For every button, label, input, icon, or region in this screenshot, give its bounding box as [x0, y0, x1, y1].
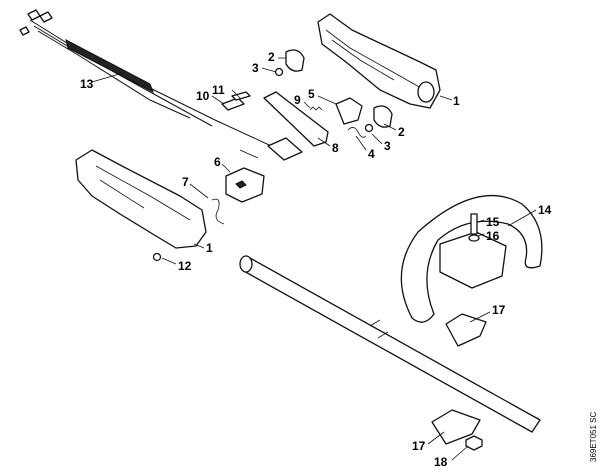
- callout-3: 3: [252, 61, 259, 75]
- short-circuit-switch: [225, 167, 265, 203]
- drive-tube: [239, 255, 541, 433]
- handle-housing-upper: [317, 13, 441, 109]
- callout-14: 14: [538, 203, 552, 217]
- screw: [274, 67, 374, 133]
- callout-8: 8: [332, 141, 339, 155]
- callout-1: 1: [453, 94, 460, 108]
- spring: [309, 106, 323, 111]
- callout-17b: 17: [412, 439, 426, 453]
- callout-9: 9: [294, 93, 301, 107]
- callout-15: 15: [486, 215, 500, 229]
- callout-labels: 13 2 3 1 11 10 9 5 2 3 4 8 6 7 1 12 14 1…: [80, 50, 552, 469]
- switch-lever: [335, 97, 367, 138]
- clamp-plate: [431, 313, 487, 445]
- callout-16: 16: [486, 229, 500, 243]
- nut: [465, 435, 483, 451]
- callout-2b: 2: [398, 125, 405, 139]
- screw-12: [152, 252, 162, 262]
- drawing-code: 369ET051 SC: [589, 412, 598, 462]
- callout-4: 4: [368, 147, 375, 161]
- loop-screw: [468, 213, 480, 242]
- callout-5: 5: [308, 87, 315, 101]
- callout-12: 12: [178, 259, 192, 273]
- callout-2: 2: [268, 50, 275, 64]
- callout-3b: 3: [384, 139, 391, 153]
- callout-11: 11: [212, 83, 225, 97]
- cable-harness: [19, 9, 303, 161]
- callout-13: 13: [80, 77, 94, 91]
- callout-1b: 1: [206, 241, 213, 255]
- callout-18: 18: [434, 455, 448, 469]
- torsion-spring: [211, 198, 225, 225]
- clamp: [285, 49, 393, 128]
- callout-17: 17: [492, 303, 506, 317]
- callout-10: 10: [196, 89, 210, 103]
- callout-7: 7: [182, 175, 189, 189]
- interlock-lever: [221, 91, 251, 111]
- callout-6: 6: [214, 155, 221, 169]
- throttle-trigger: [263, 91, 329, 147]
- handle-housing-lower: [75, 149, 207, 249]
- leader-lines: [91, 57, 537, 461]
